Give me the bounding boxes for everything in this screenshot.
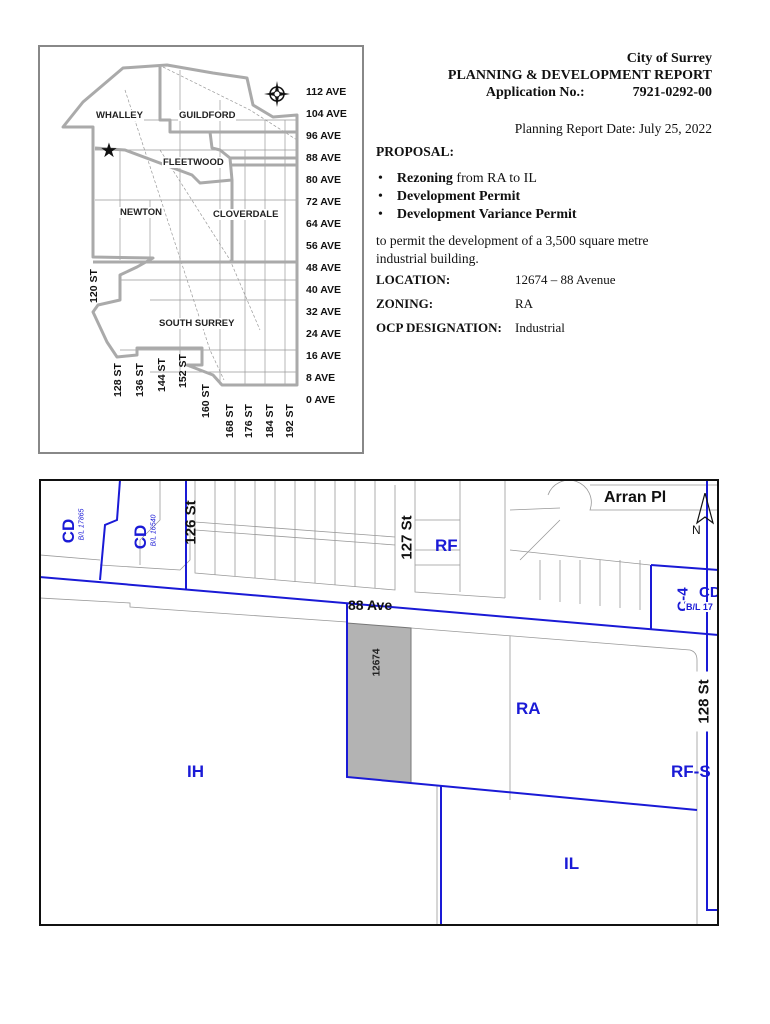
area-whalley: WHALLEY xyxy=(95,110,144,121)
ave-label: 8 AVE xyxy=(306,372,336,384)
proposal-item: •Development Permit xyxy=(378,189,521,204)
zone-label-rf: RF xyxy=(435,536,458,555)
ave-label: 48 AVE xyxy=(306,262,342,274)
street-127-st: 127 St xyxy=(398,515,416,560)
street-label: 120 ST xyxy=(88,269,100,303)
ave-label: 64 AVE xyxy=(306,218,342,230)
street-label: 176 ST xyxy=(243,404,255,438)
street-label: 192 ST xyxy=(284,404,296,438)
street-label: 128 ST xyxy=(112,363,124,397)
street-arran-pl: Arran Pl xyxy=(604,489,667,507)
bylaw-label: B/L 17 xyxy=(685,602,714,612)
ave-label: 40 AVE xyxy=(306,284,342,296)
area-cloverdale: CLOVERDALE xyxy=(212,209,280,220)
proposal-heading: PROPOSAL: xyxy=(376,144,455,159)
proposal-list: •Rezoning from RA to IL •Development Per… xyxy=(378,170,577,224)
street-88-ave: 88 Ave xyxy=(348,597,393,613)
area-south-surrey: SOUTH SURREY xyxy=(158,318,236,329)
ave-label: 80 AVE xyxy=(306,174,342,186)
area-newton: NEWTON xyxy=(119,207,164,218)
report-date: Planning Report Date: July 25, 2022 xyxy=(514,121,712,136)
street-label: 168 ST xyxy=(224,404,236,438)
north-label: N xyxy=(692,523,701,537)
zone-label-il: IL xyxy=(564,854,580,873)
zone-label-c4: C-4 xyxy=(674,587,692,612)
site-star-icon: ★ xyxy=(100,140,118,162)
proposal-item: •Development Variance Permit xyxy=(378,207,577,222)
street-label: 152 ST xyxy=(177,354,189,388)
proposal-item: •Rezoning from RA to IL xyxy=(378,171,537,186)
street-label: 160 ST xyxy=(200,384,212,418)
application-line: Application No.: 7921-0292-00 xyxy=(448,84,712,101)
ave-label: 0 AVE xyxy=(306,394,336,406)
key-map: ★ WHALLEY GUILDFORD FLEETWOOD NEWTON CLO… xyxy=(38,45,364,454)
north-arrow-icon xyxy=(693,490,717,533)
bylaw-label: B/L 17865 xyxy=(78,508,86,541)
proposal-description: to permit the development of a 3,500 squ… xyxy=(376,233,649,266)
report-header: City of Surrey PLANNING & DEVELOPMENT RE… xyxy=(448,50,712,101)
ave-label: 104 AVE xyxy=(306,108,347,120)
city-name: City of Surrey xyxy=(626,51,712,66)
street-128-st: 128 St xyxy=(695,671,713,732)
ave-label: 16 AVE xyxy=(306,350,342,362)
detail-row: OCP DESIGNATION:Industrial xyxy=(376,320,565,335)
ave-label: 88 AVE xyxy=(306,152,342,164)
street-126-st: 126 St xyxy=(182,500,200,545)
bylaw-label: B/L 16540 xyxy=(150,514,158,547)
ave-label: 32 AVE xyxy=(306,306,342,318)
parcel-address-label: 12674 xyxy=(371,648,383,677)
ave-label: 56 AVE xyxy=(306,240,342,252)
zone-label-cd: CD xyxy=(131,524,150,550)
area-guildford: GUILDFORD xyxy=(178,110,237,121)
street-label: 144 ST xyxy=(156,358,168,392)
street-label: 136 ST xyxy=(134,363,146,397)
report-title: PLANNING & DEVELOPMENT REPORT xyxy=(447,68,712,83)
ave-label: 24 AVE xyxy=(306,328,342,340)
ave-label: 72 AVE xyxy=(306,196,342,208)
street-label: 184 ST xyxy=(264,404,276,438)
zone-label-rf-s: RF-S xyxy=(671,762,711,781)
area-fleetwood: FLEETWOOD xyxy=(162,157,225,168)
zone-label-ra: RA xyxy=(516,699,541,718)
site-map-drawing xyxy=(41,481,717,924)
details-table: LOCATION:12674 – 88 Avenue ZONING:RA OCP… xyxy=(376,272,616,344)
zone-label-cd: CD xyxy=(59,518,78,544)
application-number: 7921-0292-00 xyxy=(632,85,712,100)
zone-label-cd: CD xyxy=(699,584,719,601)
compass-rose-icon xyxy=(264,81,290,107)
ave-label: 96 AVE xyxy=(306,130,342,142)
application-label: Application No.: xyxy=(485,85,585,100)
detail-row: LOCATION:12674 – 88 Avenue xyxy=(376,272,616,287)
ave-label: 112 AVE xyxy=(306,86,347,98)
key-map-drawing xyxy=(61,63,299,387)
zone-label-ih: IH xyxy=(187,762,204,781)
avenue-labels: 112 AVE 104 AVE 96 AVE 88 AVE 80 AVE 72 … xyxy=(306,81,347,411)
detail-row: ZONING:RA xyxy=(376,296,534,311)
site-map: N CD B/L 17865 CD B/L 16540 126 St 127 S… xyxy=(39,479,719,926)
